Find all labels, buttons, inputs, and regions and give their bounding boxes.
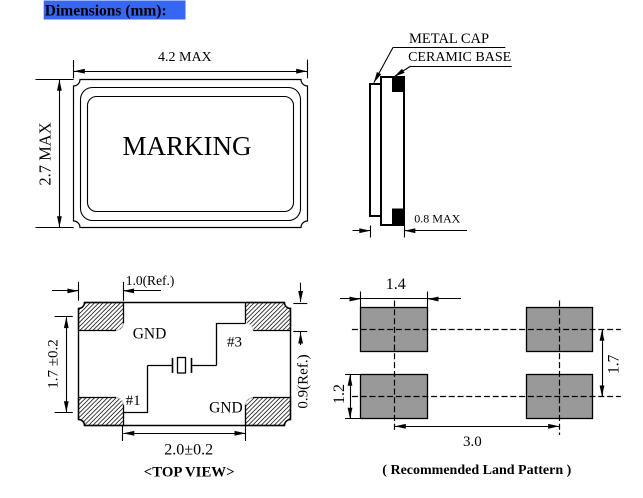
svg-text:#1: #1 [126, 393, 141, 409]
svg-text:3.0: 3.0 [463, 434, 482, 450]
svg-text:1.2: 1.2 [331, 384, 348, 404]
svg-text:1.4: 1.4 [386, 276, 406, 293]
svg-text:1.7 ±0.2: 1.7 ±0.2 [46, 339, 62, 388]
svg-text:METAL CAP: METAL CAP [409, 31, 489, 47]
svg-text:0.8 MAX: 0.8 MAX [414, 212, 460, 226]
svg-text:0.9(Ref.): 0.9(Ref.) [296, 354, 312, 408]
svg-text:CERAMIC BASE: CERAMIC BASE [408, 50, 511, 65]
svg-text:#3: #3 [227, 335, 242, 351]
svg-text:( Recommended Land Pattern ): ( Recommended Land Pattern ) [382, 463, 571, 478]
svg-text:Dimensions (mm):: Dimensions (mm): [45, 2, 167, 19]
svg-text:1.0(Ref.): 1.0(Ref.) [126, 273, 175, 288]
svg-text:GND: GND [133, 325, 167, 342]
svg-text:GND: GND [209, 400, 243, 417]
svg-text:2.7 MAX: 2.7 MAX [36, 122, 55, 185]
svg-text:2.0±0.2: 2.0±0.2 [164, 442, 213, 459]
svg-text:4.2 MAX: 4.2 MAX [158, 50, 212, 65]
svg-text:MARKING: MARKING [122, 131, 251, 161]
svg-text:<TOP VIEW>: <TOP VIEW> [144, 465, 235, 481]
svg-text:1.7: 1.7 [605, 354, 622, 374]
